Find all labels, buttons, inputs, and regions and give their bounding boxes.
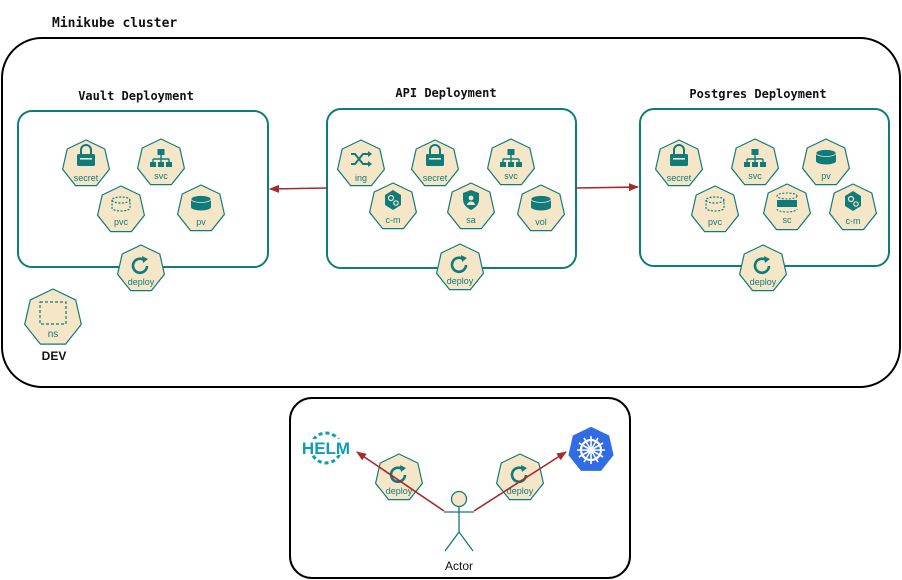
cluster-title: Minikube cluster xyxy=(52,16,177,31)
svg-text:pv: pv xyxy=(196,217,206,227)
svg-text:c-m: c-m xyxy=(386,215,401,225)
postgres-deploy-icon: deploy xyxy=(738,244,788,292)
helm-deploy-icon: deploy xyxy=(374,453,424,501)
api-to-postgres-arrow xyxy=(575,183,639,192)
tools-box xyxy=(289,397,631,579)
api-deployment-title: API Deployment xyxy=(395,86,496,100)
svg-text:ing: ing xyxy=(355,173,367,183)
helm-logo-text: HELM xyxy=(302,439,350,458)
postgres-pvc-icon: pvc xyxy=(690,185,740,233)
vault-pvc-icon: pvc xyxy=(96,185,146,233)
helm-logo: HELM xyxy=(302,431,350,465)
actor-label: Actor xyxy=(445,559,473,573)
actor-to-helm-arrow xyxy=(356,451,445,512)
actor-to-kubernetes-arrow xyxy=(473,451,567,512)
api-ing-icon: ing xyxy=(336,139,386,187)
vault-pv-icon: pv xyxy=(176,184,226,232)
svg-text:pvc: pvc xyxy=(114,217,129,227)
svg-text:secret: secret xyxy=(74,173,99,183)
postgres-deployment-title: Postgres Deployment xyxy=(689,87,826,101)
svg-text:ns: ns xyxy=(48,329,59,340)
svg-text:svc: svc xyxy=(504,171,518,181)
svg-text:svc: svc xyxy=(154,171,168,181)
svg-text:secret: secret xyxy=(423,173,448,183)
svg-text:sc: sc xyxy=(783,215,793,225)
svg-text:svc: svc xyxy=(748,171,762,181)
svg-text:deploy: deploy xyxy=(750,277,777,287)
svg-text:pv: pv xyxy=(821,171,831,181)
svg-text:deploy: deploy xyxy=(128,277,155,287)
api-sa-icon: sa xyxy=(446,182,496,230)
api-vol-icon: vol xyxy=(516,184,566,232)
vault-svc-icon: svc xyxy=(136,138,186,186)
kubernetes-logo-icon xyxy=(566,425,616,473)
svg-text:c-m: c-m xyxy=(846,216,861,226)
api-svc-icon: svc xyxy=(486,138,536,186)
postgres-sc-icon: sc xyxy=(762,183,812,231)
api-secret-icon: secret xyxy=(410,139,460,187)
namespace-icon: ns xyxy=(24,288,82,345)
api-configmap-icon: c-m xyxy=(368,182,418,230)
svg-text:pvc: pvc xyxy=(708,217,723,227)
postgres-pv-icon: pv xyxy=(801,138,851,186)
vault-deployment-title: Vault Deployment xyxy=(78,89,194,103)
vault-secret-icon: secret xyxy=(61,139,111,187)
api-to-vault-arrow xyxy=(269,184,328,193)
vault-deploy-icon: deploy xyxy=(116,244,166,292)
svg-text:deploy: deploy xyxy=(507,486,534,496)
actor-figure xyxy=(444,490,474,552)
postgres-configmap-icon: c-m xyxy=(828,183,878,231)
namespace-label: DEV xyxy=(42,349,67,363)
api-deploy-icon: deploy xyxy=(435,243,485,291)
svg-text:secret: secret xyxy=(667,173,692,183)
cluster-boundary xyxy=(1,37,901,388)
svg-text:sa: sa xyxy=(466,215,476,225)
postgres-secret-icon: secret xyxy=(654,139,704,187)
vault-deployment-box xyxy=(17,110,269,268)
postgres-svc-icon: svc xyxy=(730,138,780,186)
svg-text:vol: vol xyxy=(535,217,547,227)
svg-text:deploy: deploy xyxy=(447,276,474,286)
svg-text:deploy: deploy xyxy=(386,486,413,496)
